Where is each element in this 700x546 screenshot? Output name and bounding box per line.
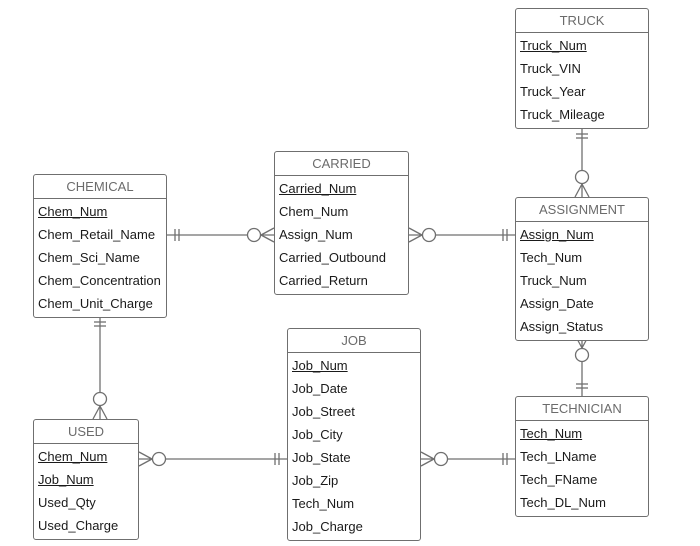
attribute: Job_Date: [292, 381, 348, 396]
attribute: Assign_Status: [520, 319, 604, 334]
primary-key-attribute: Chem_Num: [38, 204, 108, 219]
primary-key-attribute: Carried_Num: [279, 181, 357, 196]
relationship-technician-job: [420, 451, 515, 467]
attribute: Tech_DL_Num: [520, 495, 606, 510]
primary-key-attribute: Job_Num: [38, 472, 94, 487]
attribute: Chem_Retail_Name: [38, 227, 156, 242]
attribute: Carried_Return: [279, 273, 368, 288]
used-entity-title: USED: [34, 420, 138, 444]
job-entity-title: JOB: [288, 329, 420, 353]
relationship-truck-assignment: [574, 126, 590, 198]
relationship-chemical-used: [92, 314, 108, 420]
attribute: Tech_FName: [520, 472, 598, 487]
primary-key-attribute: Chem_Num: [38, 449, 108, 464]
relationship-chemical-carried: [167, 227, 275, 243]
attribute: Used_Qty: [38, 495, 96, 510]
attribute: Tech_Num: [520, 250, 583, 265]
attribute: Truck_Mileage: [520, 107, 605, 122]
attribute: Chem_Unit_Charge: [38, 296, 153, 311]
chemical-entity-title: CHEMICAL: [34, 175, 166, 199]
relationship-job-used: [138, 451, 287, 467]
attribute: Job_Charge: [292, 519, 363, 534]
attribute: Carried_Outbound: [279, 250, 386, 265]
attribute: Chem_Num: [279, 204, 349, 219]
attribute: Assign_Date: [520, 296, 594, 311]
relationship-technician-assignment: [574, 334, 590, 396]
primary-key-attribute: Truck_Num: [520, 38, 587, 53]
attribute: Truck_Num: [520, 273, 587, 288]
attribute: Tech_Num: [292, 496, 355, 511]
carried-entity-title: CARRIED: [275, 152, 408, 176]
primary-key-attribute: Job_Num: [292, 358, 348, 373]
relationship-assignment-carried: [408, 227, 515, 243]
attribute: Tech_LName: [520, 449, 597, 464]
attribute: Truck_VIN: [520, 61, 581, 76]
attribute: Job_City: [292, 427, 343, 442]
technician-entity-title: TECHNICIAN: [516, 397, 648, 421]
attribute: Used_Charge: [38, 518, 119, 533]
attribute: Job_Street: [292, 404, 355, 419]
attribute: Chem_Sci_Name: [38, 250, 140, 265]
primary-key-attribute: Assign_Num: [520, 227, 594, 242]
attribute: Assign_Num: [279, 227, 353, 242]
attribute: Truck_Year: [520, 84, 586, 99]
truck-entity-title: TRUCK: [516, 9, 648, 33]
primary-key-attribute: Tech_Num: [520, 426, 583, 441]
assignment-entity-title: ASSIGNMENT: [516, 198, 648, 222]
attribute: Job_Zip: [292, 473, 339, 488]
attribute: Job_State: [292, 450, 351, 465]
attribute: Chem_Concentration: [38, 273, 161, 288]
